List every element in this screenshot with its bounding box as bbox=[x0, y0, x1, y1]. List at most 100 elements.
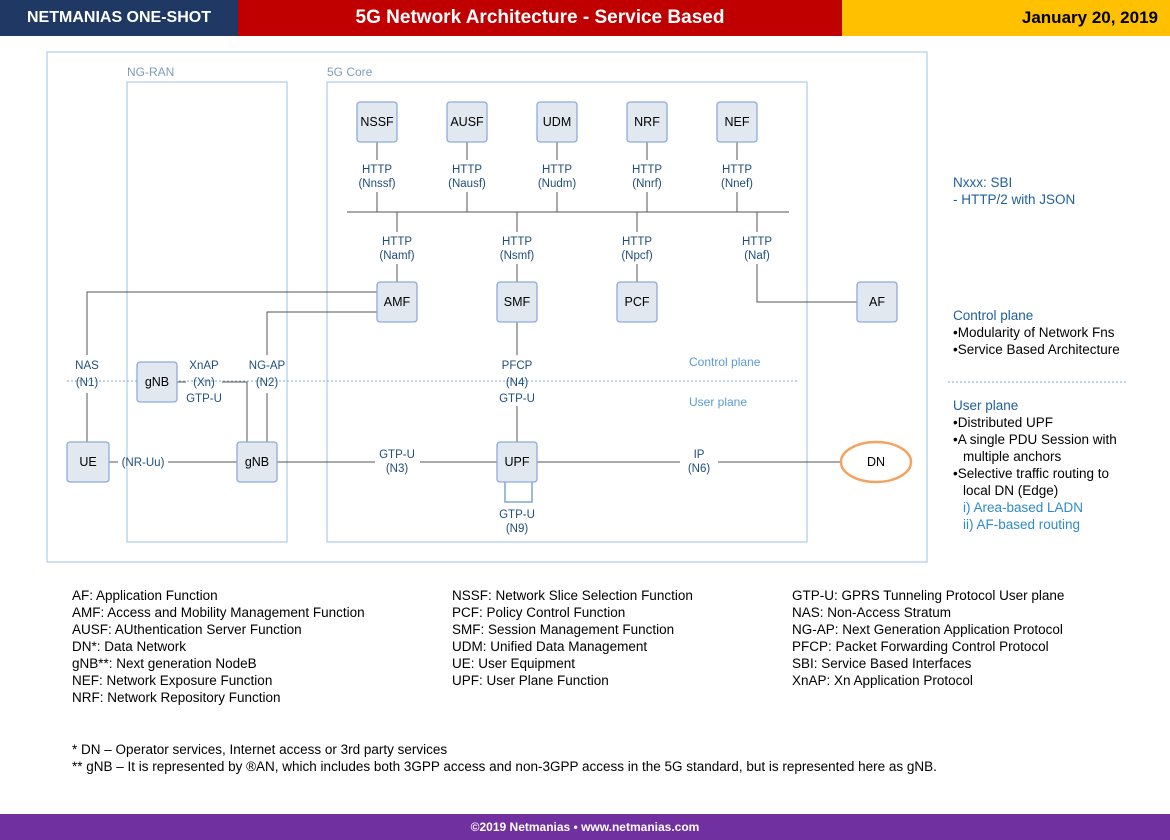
nssf-node bbox=[356, 101, 398, 143]
n3-interface: (N3) bbox=[386, 463, 409, 475]
upf-node bbox=[496, 441, 538, 483]
brand-banner: NETMANIAS ONE-SHOT bbox=[0, 0, 238, 36]
title-banner: 5G Network Architecture - Service Based bbox=[238, 0, 842, 36]
user-plane-subitem: ii) AF-based routing bbox=[963, 517, 1081, 532]
legend-item: NRF: Network Repository Function bbox=[72, 690, 281, 705]
af-label: AF bbox=[869, 295, 885, 309]
ue-node bbox=[66, 441, 110, 483]
user-plane-item: Selective traffic routing to bbox=[953, 465, 1117, 482]
n9-loop bbox=[504, 482, 533, 503]
n9-protocol: GTP-U bbox=[499, 509, 535, 521]
n3-protocol: GTP-U bbox=[379, 449, 415, 461]
legend-item: PCF: Policy Control Function bbox=[452, 605, 626, 620]
legend-item: AMF: Access and Mobility Management Func… bbox=[72, 605, 365, 620]
n4-interface: (N4) bbox=[506, 377, 529, 389]
user-plane-notes: User plane Distributed UPF A single PDU … bbox=[953, 397, 1117, 533]
nrf-if-name: (Nnrf) bbox=[632, 178, 662, 190]
legend-item: GTP-U: GPRS Tunneling Protocol User plan… bbox=[792, 588, 1065, 603]
footnotes: * DN – Operator services, Internet acces… bbox=[72, 741, 937, 775]
legend-item: AUSF: AUthentication Server Function bbox=[72, 622, 302, 637]
xn-gtpu: GTP-U bbox=[186, 393, 222, 405]
sbi-note: Nxxx: SBI - HTTP/2 with JSON bbox=[953, 174, 1075, 208]
legend-column-2: NSSF: Network Slice Selection Function P… bbox=[452, 587, 693, 689]
xnap-protocol: XnAP bbox=[189, 360, 219, 372]
legend-item: UPF: User Plane Function bbox=[452, 673, 609, 688]
smf-if-name: (Nsmf) bbox=[500, 250, 535, 262]
footer-bar: ©2019 Netmanias • www.netmanias.com bbox=[0, 814, 1170, 840]
nrf-if-protocol: HTTP bbox=[632, 164, 662, 176]
nssf-label: NSSF bbox=[360, 115, 394, 129]
ausf-node bbox=[446, 101, 488, 143]
footnote-dn: * DN – Operator services, Internet acces… bbox=[72, 742, 448, 757]
legend-item: XnAP: Xn Application Protocol bbox=[792, 673, 973, 688]
n6-protocol: IP bbox=[694, 449, 705, 461]
control-plane-item: Service Based Architecture bbox=[953, 341, 1120, 358]
gnb-bottom-node bbox=[236, 441, 278, 483]
xn-link-right bbox=[222, 381, 248, 442]
control-plane-label: Control plane bbox=[689, 355, 761, 369]
ue-label: UE bbox=[79, 455, 96, 469]
n9-interface: (N9) bbox=[506, 523, 529, 535]
nf-boxes bbox=[66, 101, 898, 483]
footer-copyright: ©2019 Netmanias • www.netmanias.com bbox=[470, 820, 700, 834]
nruu-interface: (NR-Uu) bbox=[122, 457, 165, 469]
udm-if-name: (Nudm) bbox=[538, 178, 577, 190]
legend-item: gNB**: Next generation NodeB bbox=[72, 656, 257, 671]
footnote-gnb: ** gNB – It is represented by ®AN, which… bbox=[72, 759, 937, 774]
smf-node bbox=[496, 281, 538, 323]
ngap-protocol: NG-AP bbox=[249, 360, 286, 372]
nas-interface: (N1) bbox=[76, 377, 99, 389]
dn-label: DN bbox=[867, 455, 885, 469]
control-plane-item: Modularity of Network Fns bbox=[953, 324, 1120, 341]
brand-text: NETMANIAS ONE-SHOT bbox=[27, 9, 211, 26]
ausf-if-protocol: HTTP bbox=[452, 164, 482, 176]
pcf-label: PCF bbox=[625, 295, 650, 309]
amf-label: AMF bbox=[384, 295, 411, 309]
legend-item: SBI: Service Based Interfaces bbox=[792, 656, 972, 671]
nrf-node bbox=[626, 101, 668, 143]
af-if-protocol: HTTP bbox=[742, 236, 772, 248]
gnb-top-label: gNB bbox=[145, 375, 169, 389]
udm-label: UDM bbox=[543, 115, 571, 129]
user-plane-item-continued: multiple anchors bbox=[963, 449, 1062, 464]
nrf-label: NRF bbox=[634, 115, 660, 129]
date-banner: January 20, 2019 bbox=[842, 0, 1170, 36]
outer-frame bbox=[46, 51, 928, 563]
legend-item: UE: User Equipment bbox=[452, 656, 576, 671]
sbi-note-line1: Nxxx: SBI bbox=[953, 175, 1013, 190]
gnb-top-node bbox=[136, 361, 178, 403]
amf-node bbox=[376, 281, 418, 323]
nssf-if-protocol: HTTP bbox=[362, 164, 392, 176]
legend-item: NEF: Network Exposure Function bbox=[72, 673, 273, 688]
ausf-label: AUSF bbox=[450, 115, 484, 129]
n2-link-top bbox=[266, 311, 377, 355]
pcf-if-name: (Npcf) bbox=[621, 250, 652, 262]
user-plane-item-continued: local DN (Edge) bbox=[963, 483, 1059, 498]
plane-labels: Control plane User plane bbox=[689, 355, 761, 409]
nas-protocol: NAS bbox=[75, 360, 99, 372]
legend-item: UDM: Unified Data Management bbox=[452, 639, 648, 654]
connector-lines bbox=[86, 142, 857, 463]
nef-if-protocol: HTTP bbox=[722, 164, 752, 176]
udm-if-protocol: HTTP bbox=[542, 164, 572, 176]
nssf-if-name: (Nnssf) bbox=[358, 178, 395, 190]
user-plane-label: User plane bbox=[689, 395, 747, 409]
smf-if-protocol: HTTP bbox=[502, 236, 532, 248]
legend-item: SMF: Session Management Function bbox=[452, 622, 675, 637]
user-plane-item: A single PDU Session with bbox=[953, 431, 1117, 448]
amf-if-name: (Namf) bbox=[379, 250, 414, 262]
smf-label: SMF bbox=[504, 295, 531, 309]
legend-column-3: GTP-U: GPRS Tunneling Protocol User plan… bbox=[792, 587, 1064, 689]
n4-gtpu: GTP-U bbox=[499, 393, 535, 405]
pcf-if-protocol: HTTP bbox=[622, 236, 652, 248]
legend-item: NG-AP: Next Generation Application Proto… bbox=[792, 622, 1063, 637]
amf-if-protocol: HTTP bbox=[382, 236, 412, 248]
af-node bbox=[856, 281, 898, 323]
legend-item: NAS: Non-Access Stratum bbox=[792, 605, 952, 620]
legend-item: DN*: Data Network bbox=[72, 639, 187, 654]
legend-item: PFCP: Packet Forwarding Control Protocol bbox=[792, 639, 1049, 654]
af-link-bottom bbox=[756, 264, 857, 303]
upf-label: UPF bbox=[505, 455, 530, 469]
nef-label: NEF bbox=[725, 115, 750, 129]
